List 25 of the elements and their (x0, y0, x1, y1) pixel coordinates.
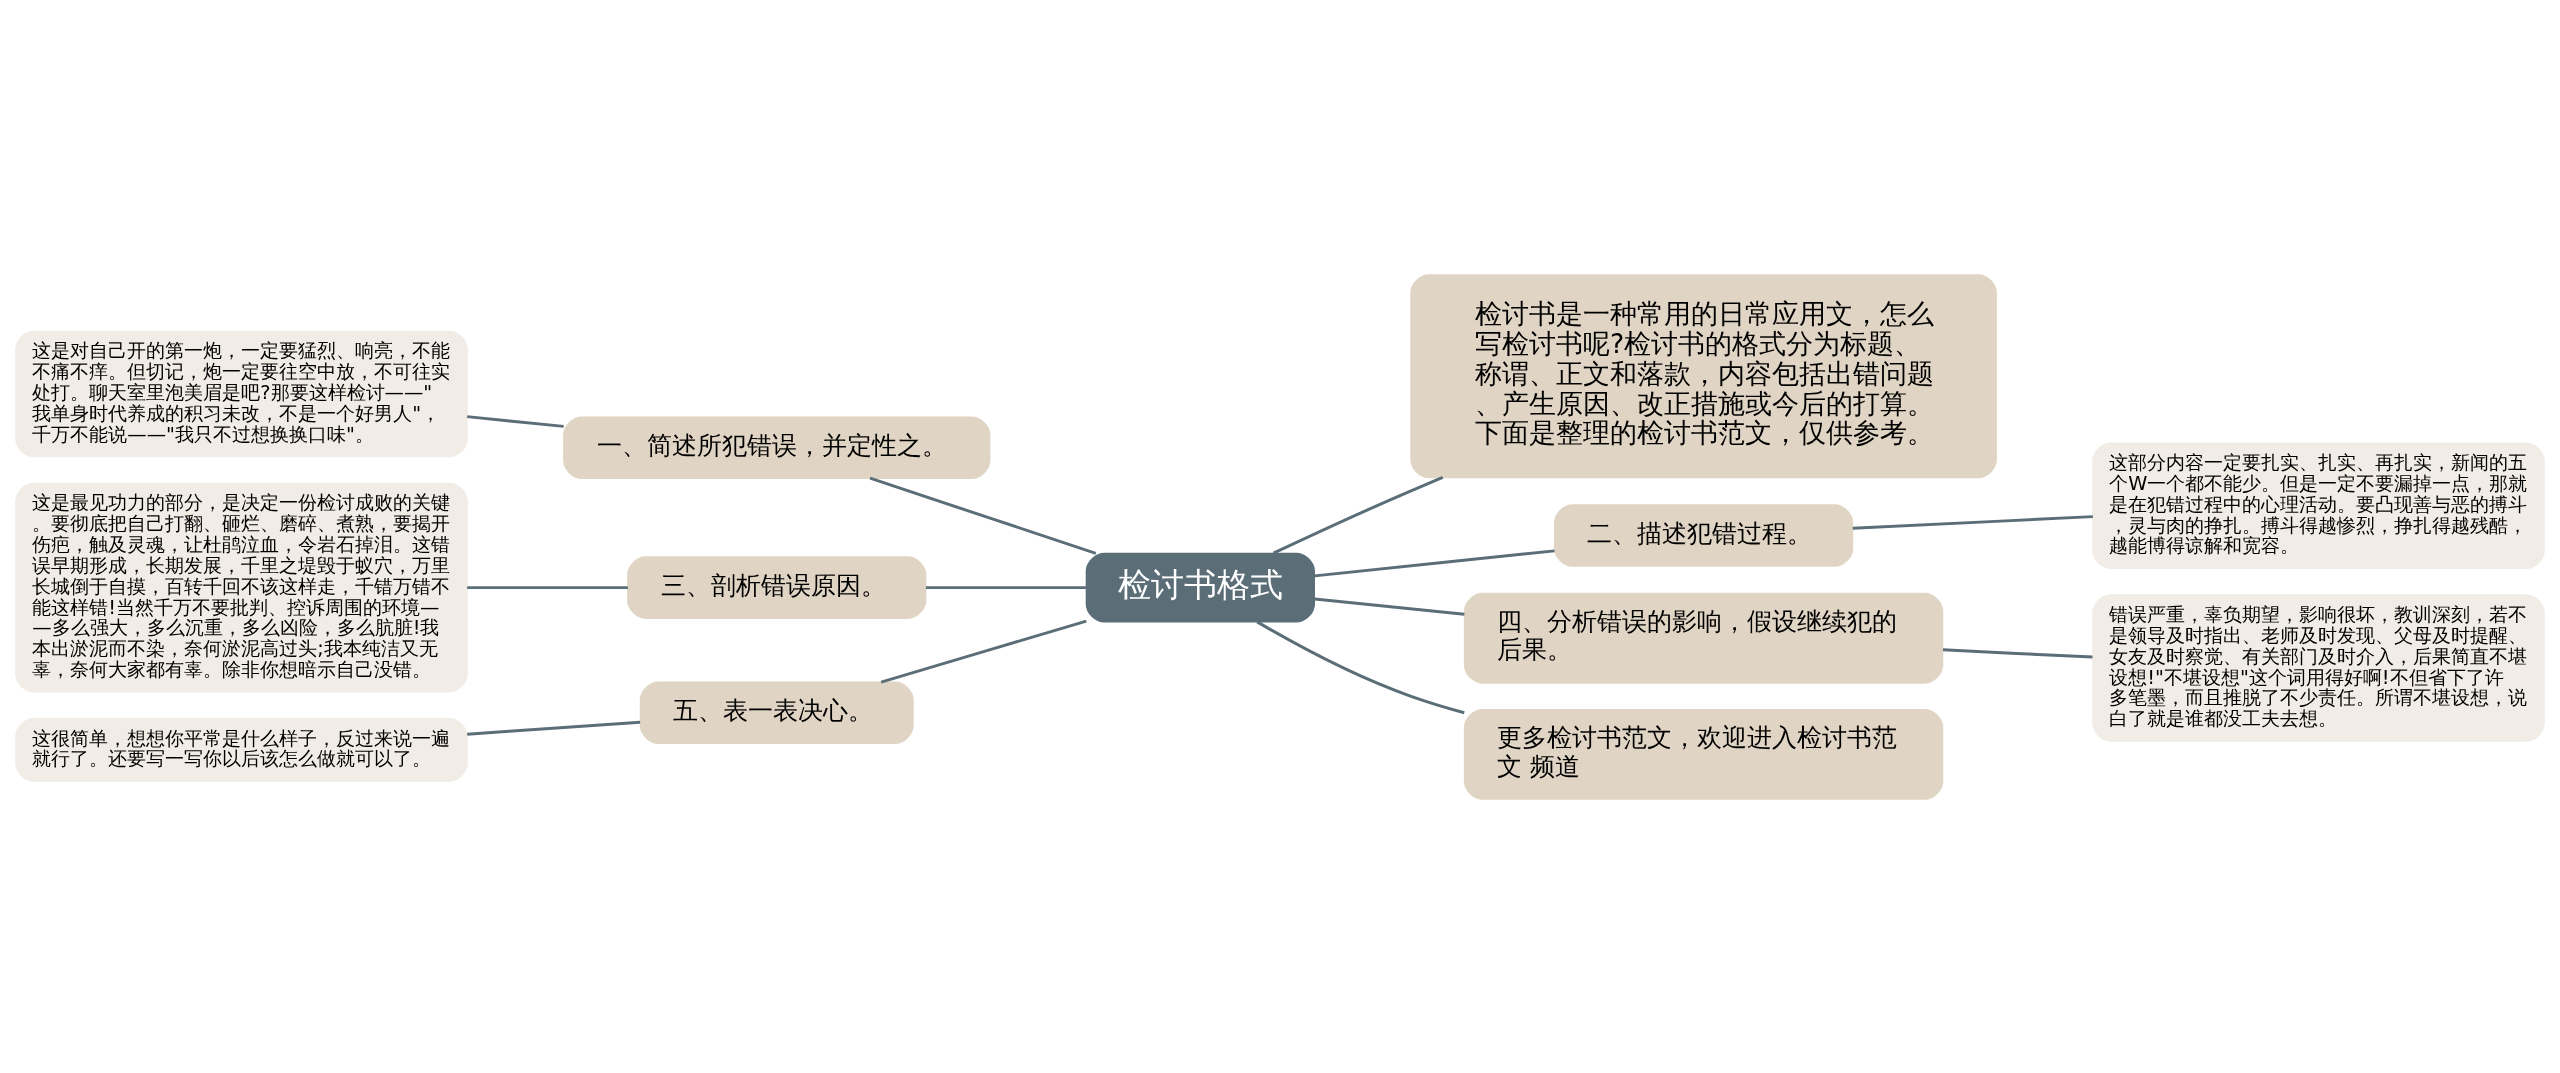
connector (1256, 620, 1465, 714)
node-box: 二、描述犯错过程。 (1553, 503, 1854, 567)
connector (1314, 597, 1465, 616)
node-box: 错误严重，辜负期望，影响很坏，教训深刻，若不是领导及时指出、老师及时发现、父母及时提醒、女友及时察觉、有关部门及时介入，后果简直不堪设想!"不堪设想"这个词用得好啊!不但省下了许多笔墨，而且推脱了不少责任。所谓不堪设想，说白了就是谁都没工夫去想。 (2092, 593, 2545, 742)
connector (925, 585, 1086, 589)
node-box: 三、剖析错误原因。 (627, 555, 927, 619)
node-box: 四、分析错误的影响，假设继续犯的后果。 (1463, 592, 1944, 684)
node-box: 更多检讨书范文，欢迎进入检讨书范文 频道 (1463, 708, 1944, 800)
node-box: 这是最见功力的部分，是决定一份检讨成败的关键。要彻底把自己打翻、砸烂、磨碎、煮熟，要揭开伤疤，触及灵魂，让杜鹃泣血，令岩石掉泪。这错误早期形成，长期发展，千里之堤毁于蚁穴，万里长城倒于自摸，百转千回不该这样走，千错万错不能这样错!当然千万不要批判、控诉周围的环境——多么强大，多么沉重，多么凶险，多么肮脏!我本出淤泥而不染，奈何淤泥高过头;我本纯洁又无辜，奈何大家都有辜。除非你想暗示自己没错。 (15, 482, 468, 693)
connector (1942, 647, 2093, 659)
connector (467, 585, 628, 589)
connector (880, 619, 1087, 683)
node-box: 五、表一表决心。 (639, 680, 914, 744)
connector (869, 476, 1097, 555)
connector (467, 720, 641, 736)
node-box: 检讨书是一种常用的日常应用文，怎么写检讨书呢?检讨书的格式分为标题、称谓、正文和落款，内容包括出错问题、产生原因、改正措施或今后的打算。下面是整理的检讨书范文，仅供参考。 (1410, 273, 1997, 478)
node-box: 这部分内容一定要扎实、扎实、再扎实，新闻的五个W一个都不能少。但是一定不要漏掉一点，那就是在犯错过程中的心理活动。要凸现善与恶的搏斗，灵与肉的挣扎。搏斗得越惨烈，挣扎得越残酷，越能博得谅解和宽容。 (2092, 441, 2545, 569)
node-box: 一、简述所犯错误，并定性之。 (563, 415, 991, 479)
connector (467, 414, 564, 428)
node-box: 这很简单，想想你平常是什么样子，反过来说一遍就行了。还要写一写你以后该怎么做就可以了。 (15, 717, 468, 782)
node-box: 这是对自己开的第一炮，一定要猛烈、响亮，不能不痛不痒。但切记，炮一定要往空中放，不可往实处打。聊天室里泡美眉是吧?那要这样检讨——"我单身时代养成的积习未改，不是一个好男人"，千万不能说——"我只不过想换换口味"。 (15, 330, 468, 457)
connector (1314, 548, 1555, 577)
node-box: 检讨书格式 (1085, 552, 1315, 623)
connector (1852, 514, 2093, 530)
connector (1272, 475, 1444, 555)
